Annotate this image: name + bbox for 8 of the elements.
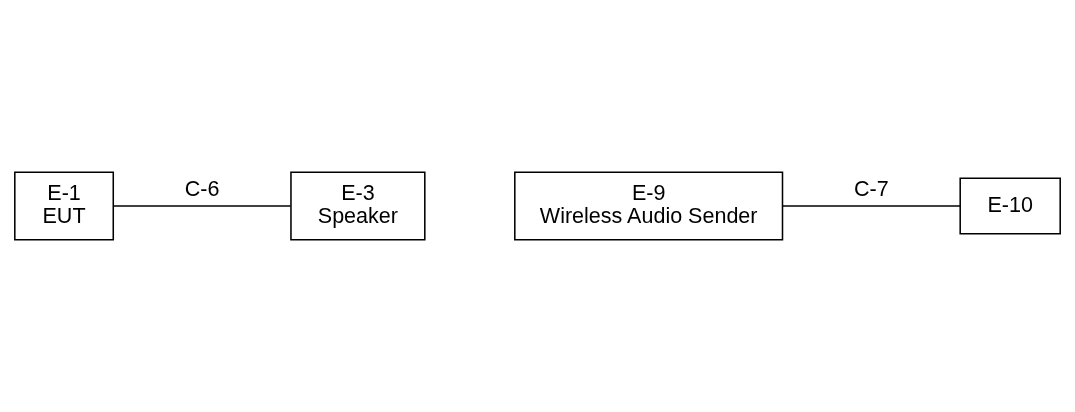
node-box: E-1 EUT	[14, 171, 115, 241]
node-box: E-3 Speaker	[290, 171, 426, 241]
edge-label: C-6	[184, 176, 220, 201]
connector	[782, 205, 961, 207]
edge-label: C-7	[854, 176, 889, 201]
node-box: E-9 Wireless Audio Sender	[514, 171, 784, 241]
node-box: E-10	[959, 177, 1061, 235]
connector	[113, 205, 292, 207]
